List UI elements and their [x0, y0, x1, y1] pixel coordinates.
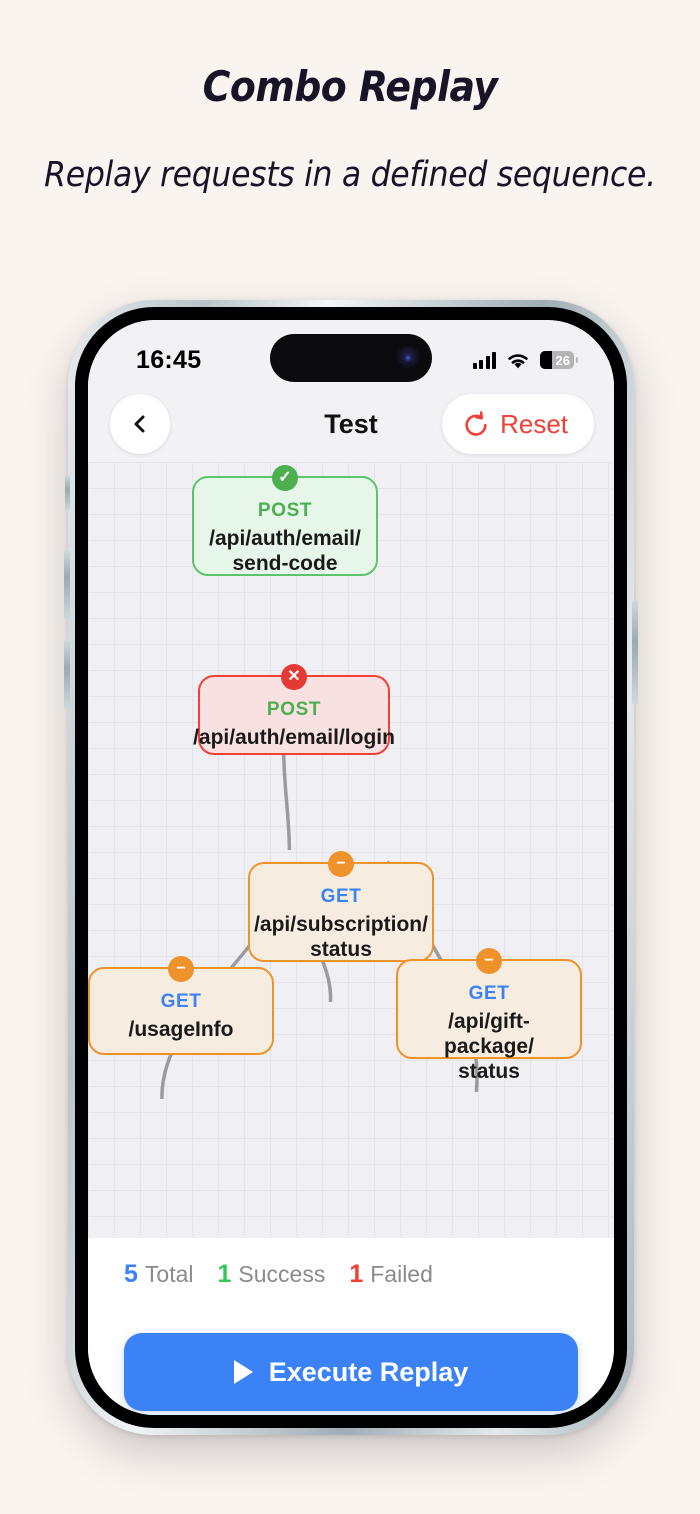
stat-failed-label: Failed	[370, 1261, 433, 1287]
node-method-label: POST	[257, 500, 313, 521]
node-method-label: GET	[468, 983, 510, 1004]
reset-button[interactable]: Reset	[442, 394, 594, 454]
node-path-label: /usageInfo	[128, 1018, 234, 1041]
node-path-line-2: status	[458, 1059, 520, 1083]
execute-replay-button[interactable]: Execute Replay	[124, 1333, 578, 1411]
node-path-line-2: send-code	[232, 551, 338, 575]
minus-circle-icon: −	[168, 956, 194, 982]
node-path-label: /api/auth/email/ send-code	[201, 527, 369, 577]
node-method-label: GET	[160, 991, 202, 1012]
graph-node-send-code[interactable]: ✓ POST /api/auth/email/ send-code	[192, 465, 378, 577]
rotate-ccw-icon	[465, 411, 487, 436]
power-button[interactable]	[632, 600, 638, 705]
graph-node-subscription-status[interactable]: − GET /api/subscription/ status	[246, 851, 436, 963]
stat-failed: 1 Failed	[349, 1260, 433, 1289]
page-title: Combo Replay	[202, 62, 498, 111]
minus-circle-icon: −	[328, 851, 354, 877]
graph-node-usage-info[interactable]: − GET /usageInfo	[88, 956, 274, 1055]
stat-success-label: Success	[238, 1261, 326, 1287]
request-graph-canvas[interactable]: ✓ POST /api/auth/email/ send-code ✕ POST…	[88, 462, 614, 1238]
nav-title: Test	[324, 408, 378, 439]
dynamic-island	[270, 334, 432, 382]
x-circle-icon: ✕	[281, 664, 307, 690]
graph-node-login[interactable]: ✕ POST /api/auth/email/login	[193, 664, 395, 755]
page-subtitle: Replay requests in a defined sequence.	[44, 155, 656, 195]
graph-node-gift-package-status[interactable]: − GET /api/gift-package/ status	[396, 948, 582, 1083]
wifi-icon	[508, 353, 528, 368]
cellular-bars-icon	[472, 351, 496, 369]
phone-mockup: 16:45 26	[64, 300, 638, 1435]
stat-failed-value: 1	[349, 1260, 364, 1288]
mute-switch-button[interactable]	[65, 475, 70, 511]
footer-panel: 5 Total 1 Success 1 Failed	[88, 1238, 614, 1415]
graph-edges	[160, 717, 479, 1100]
chevron-left-icon	[134, 415, 145, 433]
node-path-label: /api/auth/email/login	[193, 726, 395, 749]
phone-bezel: 16:45 26	[75, 307, 627, 1428]
node-path-label: /api/gift-package/ status	[398, 1010, 580, 1084]
node-path-line-1: /api/auth/email/	[209, 527, 361, 550]
stat-total: 5 Total	[124, 1260, 194, 1289]
play-icon	[233, 1360, 253, 1384]
check-circle-icon: ✓	[272, 465, 298, 491]
minus-circle-icon: −	[476, 948, 502, 974]
phone-screen: 16:45 26	[88, 320, 614, 1415]
status-bar-indicators: 26	[472, 351, 578, 370]
nav-bar: Test Reset	[88, 386, 614, 462]
battery-level-label: 26	[555, 352, 570, 368]
volume-down-button[interactable]	[64, 640, 70, 710]
stats-bar: 5 Total 1 Success 1 Failed	[88, 1238, 614, 1289]
execute-replay-label: Execute Replay	[268, 1356, 469, 1387]
stat-success-value: 1	[217, 1260, 232, 1288]
status-bar-time: 16:45	[136, 345, 202, 374]
node-path-label: /api/subscription/ status	[246, 913, 436, 963]
reset-button-label: Reset	[500, 408, 568, 439]
node-method-label: POST	[266, 699, 322, 720]
node-path-line-1: /api/subscription/	[254, 913, 428, 936]
node-path-line-1: /api/gift-package/	[444, 1010, 534, 1058]
back-button[interactable]	[110, 394, 170, 454]
stat-success: 1 Success	[218, 1260, 326, 1289]
volume-up-button[interactable]	[64, 550, 70, 620]
node-method-label: GET	[320, 886, 362, 907]
stat-total-label: Total	[144, 1261, 194, 1287]
battery-icon: 26	[540, 351, 578, 369]
node-path-line-2: status	[310, 937, 372, 961]
front-camera-icon	[396, 346, 420, 370]
stat-total-value: 5	[124, 1260, 138, 1288]
